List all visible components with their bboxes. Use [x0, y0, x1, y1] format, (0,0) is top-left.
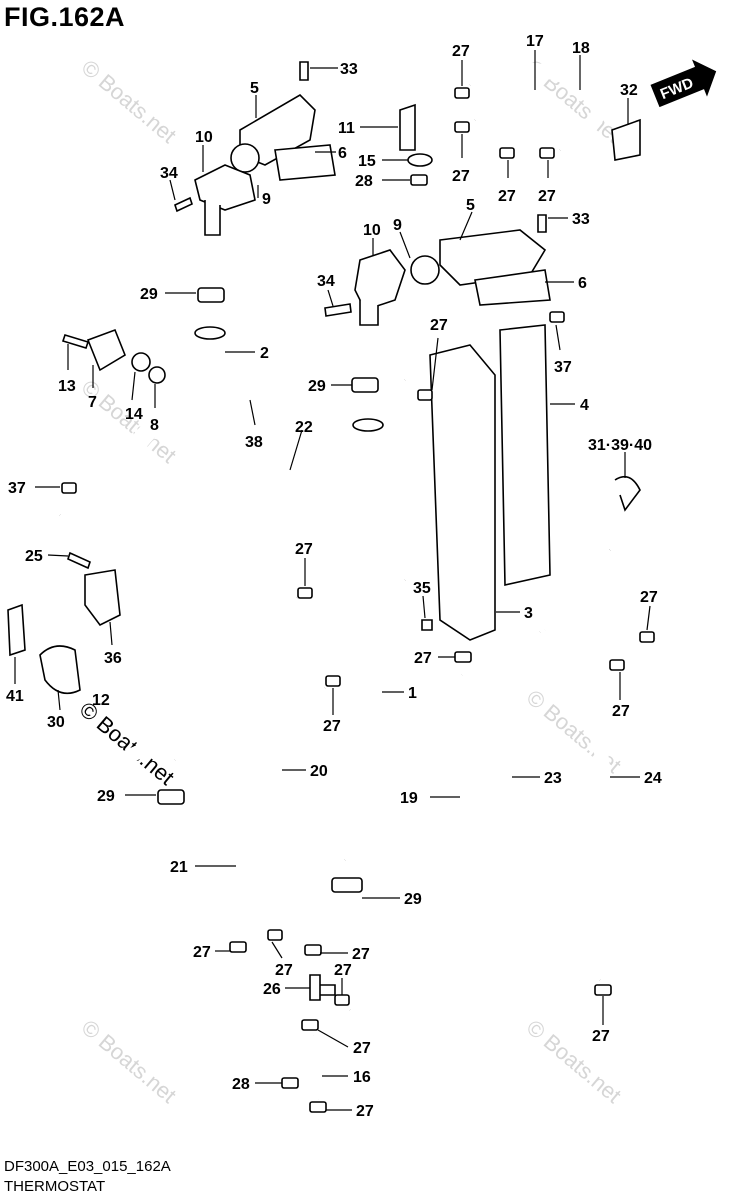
callout-22: 22: [295, 419, 313, 436]
callout-27-a: 27: [452, 43, 470, 60]
callout-29-d: 29: [404, 891, 422, 908]
callout-27-i: 27: [323, 718, 341, 735]
callout-27-m: 27: [352, 946, 370, 963]
callout-24: 24: [644, 770, 662, 787]
callout-9-right: 9: [393, 217, 402, 234]
callout-6-upper-left: 6: [338, 145, 347, 162]
callout-27-n: 27: [334, 962, 352, 979]
callout-27-h: 27: [640, 589, 658, 606]
callout-1: 1: [408, 685, 417, 702]
watermark-layer: © Boats.net © Boats.net © Boats.net © Bo…: [75, 55, 626, 1108]
leader-layer: [14, 50, 651, 1111]
callout-37-a: 37: [554, 359, 572, 376]
fwd-arrow: FWD: [650, 59, 717, 108]
figure-title: FIG.162A: [4, 2, 126, 32]
callout-12: 12: [92, 692, 110, 709]
hose-layer: [22, 62, 753, 1101]
callout-27-q: 27: [356, 1103, 374, 1120]
callout-27-f: 27: [295, 541, 313, 558]
callout-34-upper-left: 34: [160, 165, 178, 182]
callout-3: 3: [524, 605, 533, 622]
callout-13: 13: [58, 378, 76, 395]
callout-2: 2: [260, 345, 269, 362]
callout-23: 23: [544, 770, 562, 787]
callout-37-b: 37: [8, 480, 26, 497]
callout-27-g: 27: [414, 650, 432, 667]
callout-28-b: 28: [232, 1076, 250, 1093]
callout-27-l: 27: [275, 962, 293, 979]
callout-27-p: 27: [353, 1040, 371, 1057]
callout-5-upper-left: 5: [250, 80, 259, 97]
callout-17: 17: [526, 33, 544, 50]
watermark-5: © Boats.net: [77, 1015, 181, 1108]
callout-layer: 33 5 10 6 34 9 29 27 17 18 32 11 15 28 2…: [6, 33, 662, 1120]
callout-14: 14: [125, 406, 143, 423]
callout-33-upper-left: 33: [340, 61, 358, 78]
callout-29-c: 29: [97, 788, 115, 805]
callout-35: 35: [413, 580, 431, 597]
callout-34-right: 34: [317, 273, 335, 290]
callout-27-j: 27: [612, 703, 630, 720]
callout-33-right: 33: [572, 211, 590, 228]
callout-21: 21: [170, 859, 188, 876]
callout-10-right: 10: [363, 222, 381, 239]
callout-27-o: 27: [592, 1028, 610, 1045]
callout-38: 38: [245, 434, 263, 451]
callout-27-k: 27: [193, 944, 211, 961]
callout-9-upper-left: 9: [262, 191, 271, 208]
callout-32: 32: [620, 82, 638, 99]
callout-26: 26: [263, 981, 281, 998]
callout-25: 25: [25, 548, 43, 565]
callout-27-d: 27: [538, 188, 556, 205]
figure-code: DF300A_E03_015_162A: [4, 1158, 171, 1175]
bolt-layer: [61, 61, 547, 631]
callout-6-right: 6: [578, 275, 587, 292]
callout-30: 30: [47, 714, 65, 731]
callout-27-e: 27: [430, 317, 448, 334]
callout-10-upper-left: 10: [195, 129, 213, 146]
callout-11: 11: [338, 120, 355, 137]
callout-29-a: 29: [140, 286, 158, 303]
watermark-4: © Boats.net: [522, 685, 626, 778]
callout-31-39-40: 31·39·40: [588, 437, 652, 454]
callout-5-right: 5: [466, 197, 475, 214]
callout-18: 18: [572, 40, 590, 57]
watermark-1: © Boats.net: [77, 55, 181, 148]
callout-36: 36: [104, 650, 122, 667]
callout-41: 41: [6, 688, 24, 705]
callout-7: 7: [88, 394, 97, 411]
parts-layer: [7, 93, 641, 1001]
callout-27-b: 27: [452, 168, 470, 185]
callout-15: 15: [358, 153, 376, 170]
callout-16: 16: [353, 1069, 371, 1086]
figure-name: THERMOSTAT: [4, 1178, 106, 1195]
callout-27-c: 27: [498, 188, 516, 205]
callout-4: 4: [580, 397, 589, 414]
callout-28-a: 28: [355, 173, 373, 190]
callout-19: 19: [400, 790, 418, 807]
callout-20: 20: [310, 763, 328, 780]
callout-8: 8: [150, 417, 159, 434]
watermark-6: © Boats.net: [522, 1015, 626, 1108]
clamp-layer: [61, 87, 655, 1113]
callout-29-b: 29: [308, 378, 326, 395]
